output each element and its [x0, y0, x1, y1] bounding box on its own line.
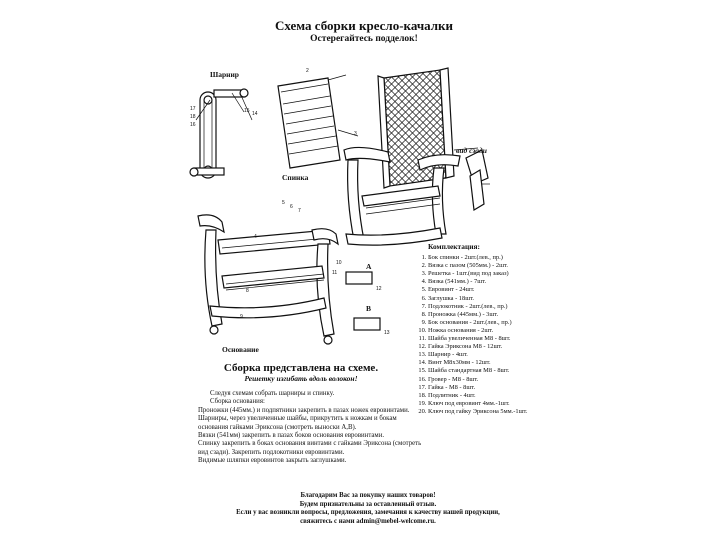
list-item: Подлитник - 4шт.: [428, 392, 554, 400]
list-item: Винт М8х30мм - 12шт.: [428, 359, 554, 367]
callout-number: 8: [246, 288, 249, 294]
assembly-drawings: 2 3 4 14 15 17 18 16 5 6 7 8 9 10 11 12 …: [189, 67, 490, 345]
hinge-label: Шарнир: [210, 70, 239, 79]
list-item: Проножка (445мм.) - 3шт.: [428, 311, 554, 319]
list-item: Бок спинки - 2шт.(лев., пр.): [428, 254, 554, 262]
assembly-heading: Сборка представлена на схеме.: [223, 362, 379, 374]
list-item: Шарнир - 4шт.: [428, 351, 554, 359]
assembly-subheading: Решетку изгибать вдоль волокон!: [244, 374, 358, 383]
callout-number: 5: [282, 200, 285, 206]
footer-line: Благодарим Вас за покупку наших товаров!: [300, 492, 436, 499]
base-label: Основание: [222, 345, 259, 354]
instruction-line: Проножки (445мм.) и подпятники закрепить…: [198, 406, 410, 414]
list-item: Решетка - 1шт.(вид под заказ): [428, 270, 554, 278]
list-item: Гайка Эриксона М8 - 12шт.: [428, 343, 554, 351]
list-item: Шайба увеличенная М8 - 8шт.: [428, 335, 554, 343]
callout-number: 10: [336, 260, 342, 266]
footer-line: свяжитесь с нами admin@mebel-welcome.ru.: [300, 517, 436, 525]
callout-number: 3: [354, 131, 357, 137]
callout-number: 4: [254, 234, 257, 240]
callout-number: 7: [298, 208, 301, 214]
instruction-line: Шарниры, через увеличенные шайбы, прикру…: [198, 415, 397, 431]
components-heading: Комплектация:: [428, 242, 480, 251]
callout-a-label: A: [366, 262, 372, 271]
list-item: Ключ под гайку Эриксона 5мм.-1шт.: [428, 408, 554, 416]
callout-number: 18: [190, 114, 196, 120]
callout-number: 13: [384, 330, 390, 336]
callout-details: [345, 169, 490, 331]
callout-number: 16: [190, 122, 196, 128]
list-item: Гайка - М8 - 8шт.: [428, 384, 554, 392]
instruction-line: Вязки (541мм) закрепить в пазах боков ос…: [198, 432, 385, 440]
list-item: Заглушка - 18шт.: [428, 295, 554, 303]
back-label: Спинка: [282, 173, 309, 182]
chair-drawing: [343, 67, 489, 246]
footer-line: Если у вас возникли вопросы, предложения…: [236, 509, 500, 517]
instruction-line: Видимые шляпки евровинтов закрыть заглуш…: [198, 457, 347, 465]
list-item: Евровинт - 24шт.: [428, 286, 554, 294]
back-drawing: [277, 74, 359, 169]
footer-line: Будем признательны за оставленный отзыв.: [299, 500, 437, 508]
callout-number: 9: [240, 314, 243, 320]
instruction-line: Следуя схемам собрать шарниры и спинку.: [210, 390, 335, 397]
hinge-drawing: [189, 88, 253, 179]
instruction-line: Сборка основания:: [210, 398, 265, 406]
list-item: Гровер - М8 - 8шт.: [428, 376, 554, 384]
components-list: Комплектация: Бок спинки - 2шт.(лев., пр…: [414, 242, 554, 416]
assembly-instructions: Следуя схемам собрать шарниры и спинку. …: [198, 390, 428, 466]
sheet-title: Схема сборки кресло-качалки: [274, 18, 454, 33]
rear-view-label: вид сзади: [456, 146, 487, 155]
callout-number: 2: [306, 68, 309, 74]
list-item: Вязка (541мм.) - 7шт.: [428, 278, 554, 286]
base-drawing: [197, 214, 339, 345]
assembly-sheet: Схема сборки кресло-качалки Остерегайтес…: [178, 0, 550, 540]
callout-number: 11: [332, 270, 337, 276]
callout-b-label: B: [366, 304, 372, 313]
list-item: Подлокотник - 2шт.(лев., пр.): [428, 303, 554, 311]
callout-number: 6: [290, 204, 293, 210]
callout-number: 12: [376, 286, 382, 292]
callout-number: 17: [190, 106, 196, 112]
assembly-heading-block: Сборка представлена на схеме. Решетку из…: [216, 362, 386, 383]
callout-number: 15: [244, 108, 250, 114]
list-item: Вязка с пазом (505мм.) - 2шт.: [428, 262, 554, 270]
counterfeit-warning: Остерегайтесь подделок!: [310, 34, 418, 44]
list-item: Шайба стандартная М8 - 8шт.: [428, 367, 554, 375]
list-item: Ножка основания - 2шт.: [428, 327, 554, 335]
instruction-line: Спинку закрепить в боках основания винта…: [198, 440, 422, 456]
footer: Благодарим Вас за покупку наших товаров!…: [198, 492, 538, 526]
callout-number: 14: [252, 111, 258, 117]
list-item: Бок основания - 2шт.(лев., пр.): [428, 319, 554, 327]
list-item: Ключ под евровинт 4мм.-1шт.: [428, 400, 554, 408]
